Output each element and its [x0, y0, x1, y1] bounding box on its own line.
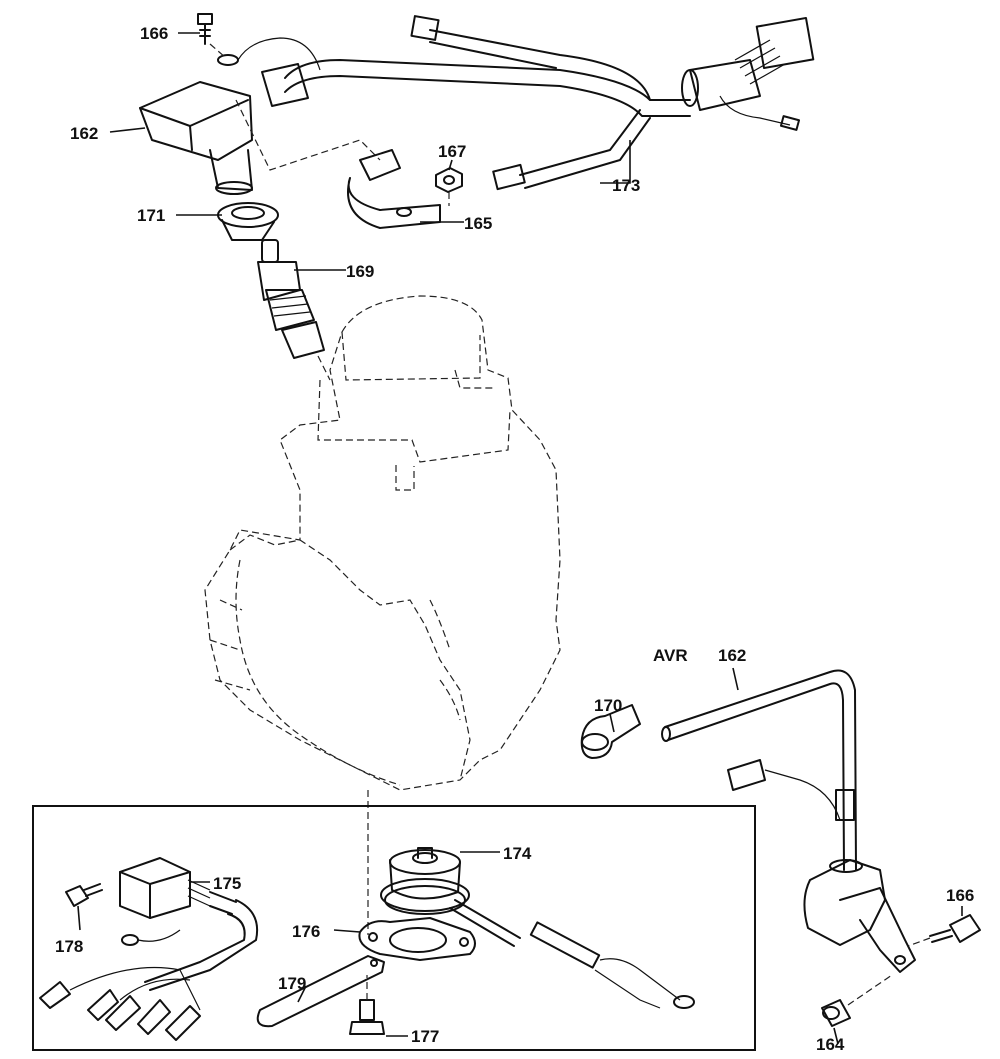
- callout-avr: AVR: [653, 646, 688, 665]
- callout-170: 170: [594, 696, 622, 715]
- bolt-177: [349, 975, 385, 1035]
- spark-plug-169: [257, 239, 325, 359]
- callout-166-right: 166: [946, 886, 974, 905]
- strap-179: [256, 955, 385, 1028]
- gasket-176: [358, 917, 476, 961]
- ignition-coil-162: [139, 81, 253, 195]
- bolt-166-top: [197, 13, 239, 66]
- callout-179: 179: [278, 974, 306, 993]
- leader-lines: [77, 32, 963, 1045]
- plug-cap-170: [580, 704, 641, 759]
- avr-coil-162: [661, 669, 916, 973]
- callout-167: 167: [438, 142, 466, 161]
- sensor-174: [380, 847, 695, 1009]
- callout-169: 169: [346, 262, 374, 281]
- callout-162-avr: 162: [718, 646, 746, 665]
- callout-174: 174: [503, 844, 532, 863]
- callout-173: 173: [612, 176, 640, 195]
- bolt-166-right: [907, 914, 981, 947]
- callout-178: 178: [55, 937, 83, 956]
- callouts: 166 162 167 173 171 165 169 AVR 162 170 …: [55, 24, 974, 1054]
- washer-171: [217, 202, 279, 241]
- callout-171: 171: [137, 206, 165, 225]
- bracket-165: [347, 149, 463, 229]
- callout-162-top: 162: [70, 124, 98, 143]
- inset-frame: [32, 805, 756, 1051]
- callout-177: 177: [411, 1027, 439, 1046]
- callout-166-top: 166: [140, 24, 168, 43]
- screw-178: [65, 883, 103, 907]
- nut-164: [821, 974, 893, 1027]
- callout-164: 164: [816, 1035, 845, 1054]
- wire-harness-173: [237, 15, 815, 191]
- callout-176: 176: [292, 922, 320, 941]
- callout-165: 165: [464, 214, 492, 233]
- callout-175: 175: [213, 874, 241, 893]
- regulator-175: [39, 857, 258, 1041]
- engine-block: [204, 295, 561, 791]
